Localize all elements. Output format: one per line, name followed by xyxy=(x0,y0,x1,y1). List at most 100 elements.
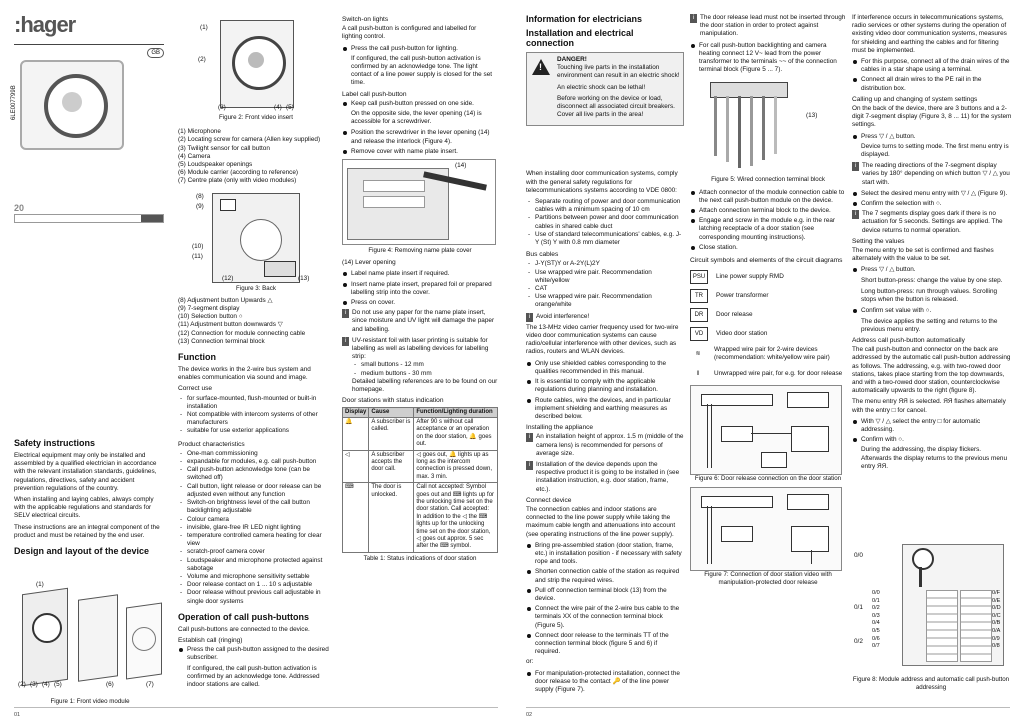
column-3: Switch-on lights A call push-button is c… xyxy=(341,16,498,563)
setting-title: Setting the values xyxy=(852,237,905,245)
symbol-label: Door release xyxy=(716,311,753,319)
key-icon: ⌨ xyxy=(341,482,370,553)
address-title: Address call push-button automatically xyxy=(852,336,965,344)
label-list: Keep call push-button pressed on one sid… xyxy=(342,100,498,108)
note-text: Do not use any paper for the name plate … xyxy=(352,309,495,333)
column-4: Information for electricians Installatio… xyxy=(526,14,684,696)
info-icon: i xyxy=(342,309,349,319)
characteristics-list: One-man commissioning expandable for mod… xyxy=(178,450,334,606)
safety-para-3: These instructions are an integral compo… xyxy=(14,523,160,539)
list-item: CAT xyxy=(528,285,684,293)
symbol-label: Video door station xyxy=(716,330,768,338)
list-item: Confirm with ○. xyxy=(853,436,1012,444)
legend-item: (5) Loudspeaker openings xyxy=(178,161,253,169)
column-2: (1) (2) (3) (4) (5) Figure 2: Front vide… xyxy=(178,18,334,692)
legend-item: (2) Locating screw for camera (Allen key… xyxy=(178,136,321,144)
table-caption: Table 1: Status indications of door stat… xyxy=(363,554,477,562)
list-item: Partitions between power and door commun… xyxy=(528,214,684,230)
characteristics-title: Product characteristics xyxy=(178,440,245,448)
legend-item: (11) Adjustment button downwards ▽ xyxy=(178,321,283,329)
list-item: Insert name plate insert, prepared foil … xyxy=(343,281,498,297)
fig8-label: 0/0 xyxy=(872,590,880,596)
fig3-label-13: (13) xyxy=(298,274,310,282)
table-header-row: Display Cause Function/Lighting duration xyxy=(341,406,498,418)
fig3-label-10: (10) xyxy=(192,242,204,250)
danger-text: An electric shock can be lethal! xyxy=(557,83,646,91)
list-item: Position the screwdriver in the lever op… xyxy=(343,129,498,145)
list-item: small buttons - 12 mm xyxy=(354,361,498,369)
list-item: Use of standard telecommunications' cabl… xyxy=(528,231,684,247)
list-item: Only use shielded cables corresponding t… xyxy=(527,360,684,376)
fig1-label-2: (2) xyxy=(18,681,26,688)
list-item: Not compatible with intercom systems of … xyxy=(180,411,334,427)
connect-list: Bring pre-assembled station (door statio… xyxy=(526,542,684,657)
table-cell: The door is unlocked. xyxy=(368,482,415,553)
tab-number: 20 xyxy=(14,203,25,214)
install-title: Installation and electrical connection xyxy=(526,28,634,48)
safety-title: Safety instructions xyxy=(14,438,96,448)
fig4-label: (14) xyxy=(455,162,467,170)
ringing-list: Press the call push-button assigned to t… xyxy=(178,646,334,662)
fig8-label: 0/4 xyxy=(872,620,880,627)
list-item: Press on cover. xyxy=(343,299,498,307)
table-row: ◁ A subscriber accepts the door call. ◁ … xyxy=(341,449,498,484)
product-code: 6LE007799B xyxy=(11,85,17,121)
bus-title: Bus cables xyxy=(526,251,559,259)
list-item: Press ▽ / △ button. xyxy=(853,133,1012,141)
list-item: Connect door release to the terminals TT… xyxy=(527,632,684,657)
figure-5-caption: Figure 5: Wired connection terminal bloc… xyxy=(711,176,825,184)
list-item: Bring pre-assembled station (door statio… xyxy=(527,542,684,567)
brand-logo: :hager xyxy=(14,12,76,37)
table-cell: After 90 s without call acceptance or an… xyxy=(413,416,498,451)
list-item: Switch-on brightness level of the call b… xyxy=(180,499,334,515)
list-item: suitable for use exterior applications xyxy=(180,427,334,435)
fig8-label: 0/6 xyxy=(872,635,880,642)
list-item: Engage and screw in the module e.g. in t… xyxy=(691,217,846,242)
ringing-text: If configured, the call push-button acti… xyxy=(187,664,320,688)
list-item: For manipulation-protected installation,… xyxy=(527,670,684,695)
fig8-label: 0/2 xyxy=(872,605,880,612)
list-item: Door release contact on 1 ... 10 s adjus… xyxy=(180,581,334,589)
table-header: Cause xyxy=(368,406,415,418)
note-text: UV-resistant foil with laser printing is… xyxy=(352,336,489,361)
figure-2-caption: Figure 2: Front video insert xyxy=(219,114,293,121)
list-item: Label name plate insert if required. xyxy=(343,270,498,278)
switch-intro: A call push-button is configured and lab… xyxy=(342,25,477,41)
page-left: :hager GB 6LE007799B 20 Safety instructi… xyxy=(0,0,513,724)
figure-3: (8) (9) (10) (11) (12) (13) xyxy=(178,190,328,285)
power-supply-icon: PSU xyxy=(690,270,708,285)
list-item: temperature controlled camera heating fo… xyxy=(180,532,334,548)
fig8-label: 0/E xyxy=(992,597,1001,604)
legend-item: (9) 7-segment display xyxy=(178,305,240,313)
calling-list: Press ▽ / △ button. xyxy=(852,133,1012,141)
legend-item: (13) Connection terminal block xyxy=(178,337,265,345)
legend-item: (4) Camera xyxy=(178,152,211,160)
fig8-label: 0/F xyxy=(992,590,1001,596)
fig8-label: 0/B xyxy=(992,620,1001,627)
note-text: Installation of the device depends upon … xyxy=(536,460,680,493)
fig8-label: 0/5 xyxy=(872,627,880,634)
lever-title: (14) Lever opening xyxy=(342,259,396,267)
vde-text: When installing door communication syste… xyxy=(526,170,678,194)
setting-sub: Short button-press: change the value by … xyxy=(861,276,1003,284)
list-item: Pull off connection terminal block (13) … xyxy=(527,587,684,603)
symbol-label: Line power supply RMD xyxy=(716,273,784,281)
list-item: Remove cover with name plate insert. xyxy=(343,148,498,156)
interference-list: Only use shielded cables corresponding t… xyxy=(526,360,684,421)
legend-item: (8) Adjustment button Upwards △ xyxy=(178,296,273,304)
list-item: Press ▽ / △ button. xyxy=(853,266,1012,274)
fig5-label: (13) xyxy=(806,112,818,120)
note-text: The door release lead must not be insert… xyxy=(700,14,846,38)
video-door-station-icon: VD xyxy=(690,327,708,342)
calling-text: On the back of the device, there are 3 b… xyxy=(852,105,1012,129)
design-title: Design and layout of the device xyxy=(14,546,150,557)
connect-text: The connection cables and indoor station… xyxy=(526,505,676,538)
calling-list-2: Select the desired menu entry with ▽ / △… xyxy=(852,190,1012,208)
column-1: :hager GB 6LE007799B 20 Safety instructi… xyxy=(11,12,166,705)
